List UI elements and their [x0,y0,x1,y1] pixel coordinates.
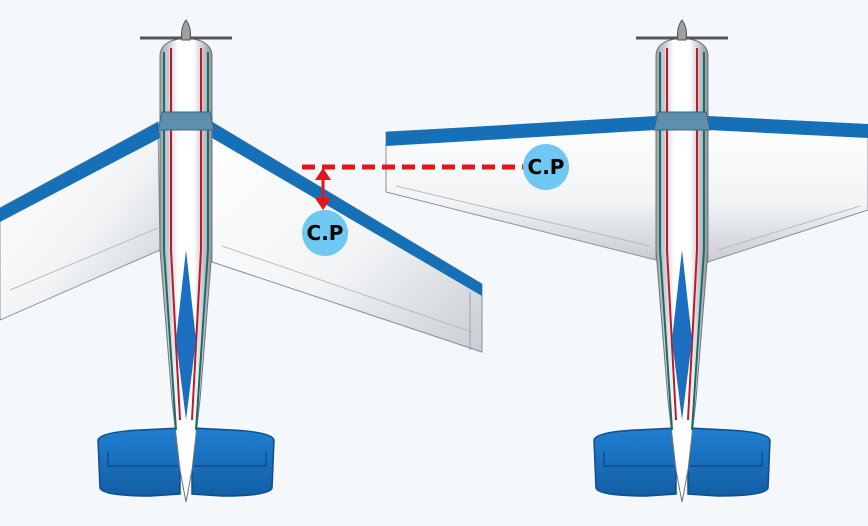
right-aircraft-port-wing [385,116,657,261]
right-cp-label: C.P [528,155,565,179]
left-aircraft-tailplane [97,427,275,497]
right-aircraft-fuselage [653,37,711,503]
swept-wing-aircraft-icon [0,19,483,503]
left-aircraft-propeller-icon [140,19,232,41]
left-cp-marker: C.P [302,210,348,256]
double-arrow-icon [315,168,331,210]
left-aircraft-port-wing [0,121,161,321]
right-aircraft-starboard-wing [707,116,868,263]
right-cp-marker: C.P [523,144,569,190]
right-aircraft-propeller-icon [636,19,728,41]
straight-wing-aircraft-icon [385,19,868,503]
right-aircraft-tailplane [593,427,771,497]
left-aircraft-fuselage [157,37,215,503]
left-cp-label: C.P [307,221,344,245]
